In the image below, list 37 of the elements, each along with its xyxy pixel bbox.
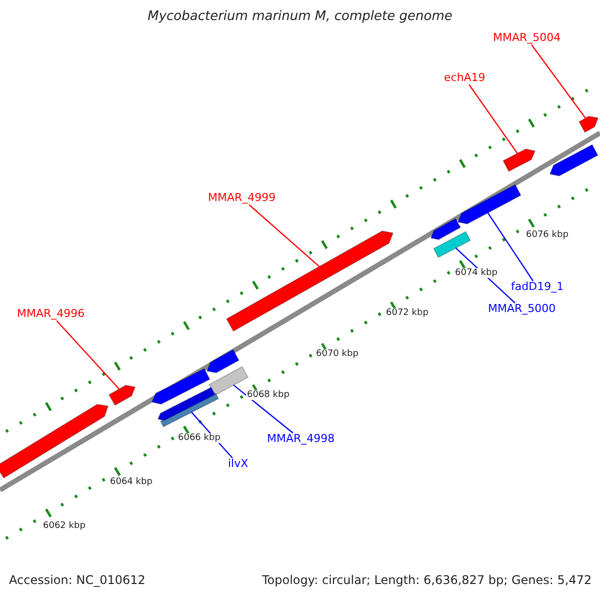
tick-label: 6064 kbp — [109, 477, 154, 488]
leader-line — [487, 212, 534, 282]
gene-feature — [0, 404, 109, 479]
gene-feature — [502, 148, 536, 172]
tick-label: 6066 kbp — [177, 433, 222, 444]
gene-label: MMAR_4996 — [17, 308, 85, 321]
gene-label: MMAR_4998 — [267, 433, 335, 446]
footer-text: Accession: NC_010612 — [9, 574, 146, 588]
footer-text: Topology: circular; Length: 6,636,827 bp; Genes: 5,472 — [262, 574, 592, 588]
gene-feature — [108, 384, 136, 406]
title: Mycobacterium marinum M, complete genome — [146, 10, 454, 25]
gene-bar — [208, 366, 249, 396]
gene-label: MMAR_5004 — [493, 32, 561, 45]
gene-feature — [457, 184, 522, 224]
gene-label: echA19 — [444, 72, 486, 85]
gene-bar — [433, 230, 471, 258]
leader-line — [248, 204, 320, 267]
leader-line — [531, 44, 586, 118]
tick-label: 6062 kbp — [42, 521, 86, 532]
tick-label: 6068 kbp — [246, 390, 290, 400]
gene-label: fadD19_1 — [511, 281, 564, 294]
gene-feature — [206, 349, 240, 374]
gene-feature — [151, 368, 210, 405]
gene-feature — [578, 116, 599, 133]
leader-line — [233, 384, 294, 434]
tick-label: 6070 kbp — [315, 349, 360, 360]
gene-feature — [157, 386, 216, 421]
gene-feature — [430, 218, 462, 240]
tick-label: 6074 kbp — [454, 268, 498, 278]
tick-label: 6076 kbp — [525, 230, 570, 240]
leader-line — [468, 84, 518, 154]
gene-label: MMAR_4999 — [208, 192, 276, 205]
leader-line — [56, 320, 120, 390]
gene-label: ilvX — [228, 458, 248, 471]
gene-label: MMAR_5000 — [488, 303, 556, 316]
tick-label: 6072 kbp — [385, 308, 430, 318]
gene-feature — [549, 144, 598, 176]
